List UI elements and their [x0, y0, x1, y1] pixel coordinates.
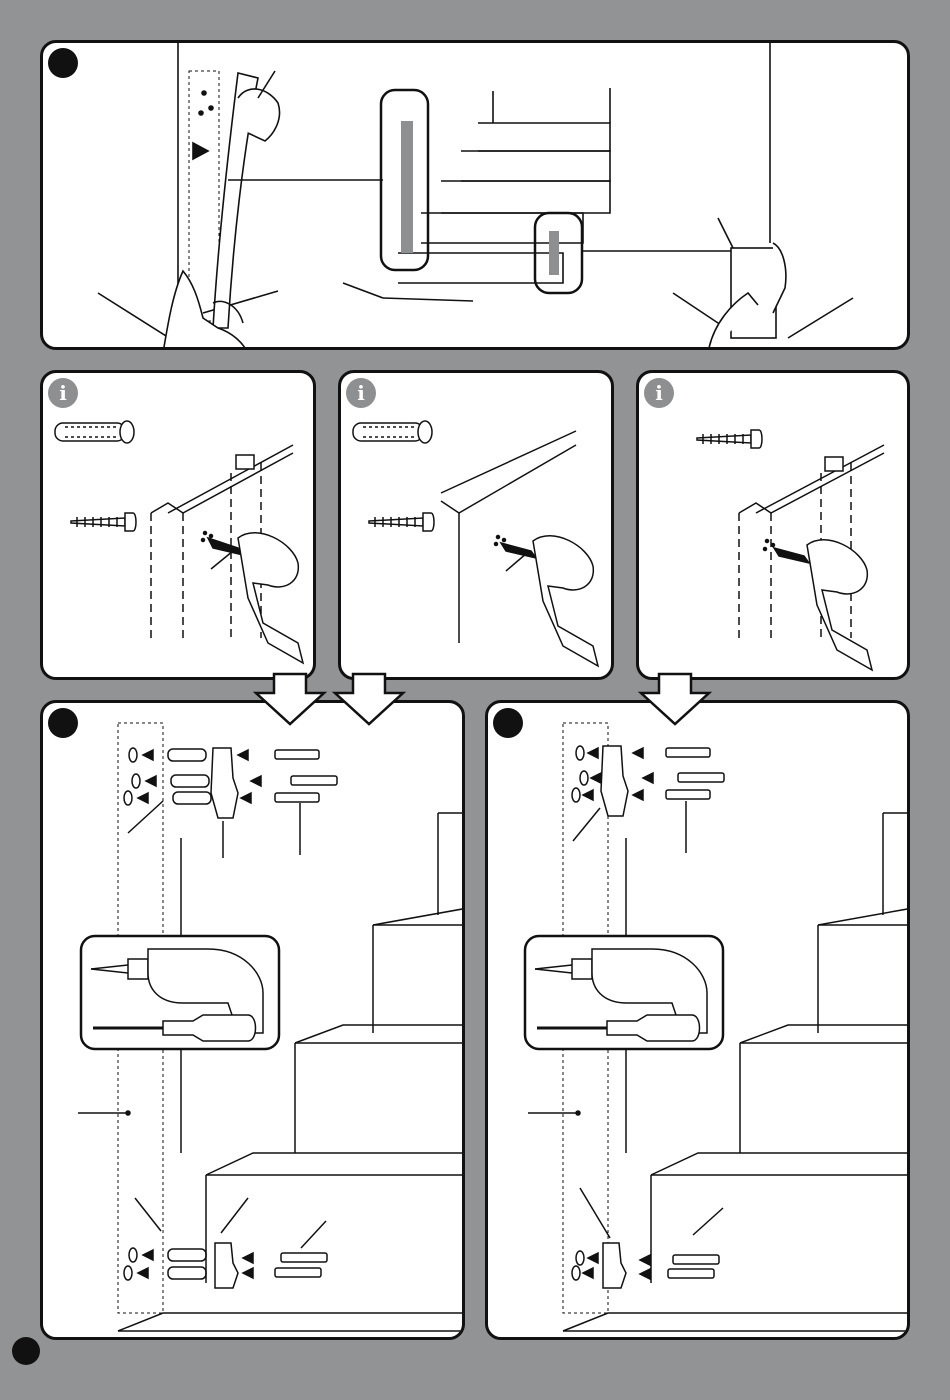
- screw-icon: [71, 513, 136, 531]
- screw: [275, 793, 319, 802]
- hand-right: [773, 243, 786, 313]
- wall-plug: [168, 1249, 206, 1261]
- wall-plug: [173, 792, 211, 804]
- wall-plug: [168, 1267, 206, 1279]
- upper-fixing-group: [124, 748, 337, 858]
- panel-info-drill-wood: i: [636, 370, 910, 680]
- stair-step-3: [441, 181, 610, 213]
- screw: [281, 1253, 327, 1262]
- drill-icon: [495, 536, 599, 667]
- upper-fixing-group: [572, 746, 724, 853]
- drill-plaster-illustration: [341, 373, 614, 680]
- panel-measure: [40, 40, 910, 350]
- wall-plug: [168, 749, 206, 761]
- screw: [275, 750, 319, 759]
- panel-mount-without-plugs: [485, 700, 910, 1340]
- drill-wood-illustration: [639, 373, 910, 680]
- upper-bracket: [211, 748, 238, 818]
- drill-icon: [764, 540, 873, 671]
- wall-plug: [171, 775, 209, 787]
- screw: [666, 790, 710, 799]
- template-sheet-right: [731, 248, 776, 338]
- wall-plug-icon: [353, 421, 432, 443]
- screw: [678, 773, 724, 782]
- panel-info-drill-masonry: i: [40, 370, 316, 680]
- panel-mount-with-plugs: [40, 700, 465, 1340]
- screw-icon: [369, 513, 434, 531]
- lower-fixing-group: [124, 1198, 327, 1288]
- template-strip: [189, 71, 219, 321]
- mount-plugs-illustration: [43, 703, 465, 1340]
- screw-icon: [697, 430, 762, 448]
- lower-bracket: [215, 1243, 238, 1288]
- mount-screws-illustration: [488, 703, 910, 1340]
- screw: [673, 1255, 719, 1264]
- page-marker: [12, 1337, 40, 1365]
- upper-bracket: [601, 746, 628, 816]
- drill-icon: [202, 532, 304, 664]
- screw: [666, 748, 710, 757]
- panel-info-drill-plaster: i: [338, 370, 614, 680]
- lower-bracket: [603, 1243, 626, 1288]
- measure-illustration: [43, 43, 910, 350]
- screw: [668, 1269, 714, 1278]
- stair-step-1: [478, 123, 610, 151]
- wall-plug-icon: [55, 421, 134, 443]
- screw: [275, 1268, 321, 1277]
- hand-bottom: [163, 271, 248, 350]
- screw: [291, 776, 337, 785]
- lower-fixing-group: [572, 1188, 723, 1288]
- drill-masonry-illustration: [43, 373, 316, 680]
- stair-step-2: [461, 151, 610, 181]
